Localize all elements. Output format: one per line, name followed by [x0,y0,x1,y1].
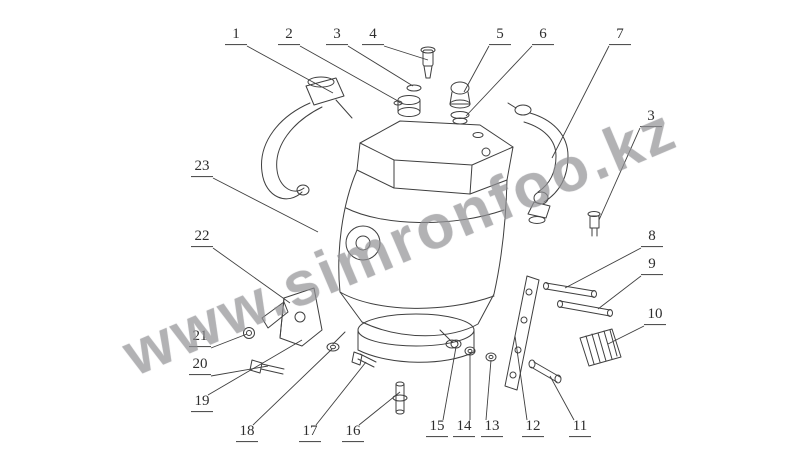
callout-label-14: 14 [453,419,475,438]
leader-line-8 [564,247,642,289]
bolt-20 [250,360,284,374]
callout-label-18: 18 [236,424,258,443]
callout-label-7: 7 [609,27,631,46]
callout-label-21: 21 [189,329,211,348]
callout-label-3: 3 [640,109,662,128]
leader-line-15 [442,346,457,421]
leader-line-10 [607,325,645,345]
leader-line-7 [551,45,610,159]
leader-line-9 [597,275,642,310]
leader-line-23 [212,177,319,233]
leader-line-5 [463,45,490,93]
leader-line-18 [252,348,333,426]
leader-line-22 [212,247,291,304]
callout-label-22: 22 [191,229,213,248]
small-bolt-right [588,212,600,237]
leader-line-19 [207,339,303,396]
compressor-body [333,121,513,362]
leader-line-13 [485,359,492,421]
callout-label-17: 17 [299,424,321,443]
callout-label-6: 6 [532,27,554,46]
callout-label-1: 1 [225,27,247,46]
callout-label-2: 2 [278,27,300,46]
sensor-valve-and-washers [450,82,470,124]
leader-line-11 [549,375,575,421]
callout-label-3: 3 [326,27,348,46]
leader-line-4 [383,45,429,61]
callout-label-8: 8 [641,229,663,248]
inlet-elbow-and-pipe [262,77,352,199]
bolt-17 [352,352,376,367]
callout-label-13: 13 [481,419,503,438]
leader-line-6 [465,45,533,117]
leader-line-3 [598,127,641,221]
callout-label-23: 23 [191,159,213,178]
callout-label-9: 9 [641,257,663,276]
leader-line-17 [315,361,367,426]
callout-label-4: 4 [362,27,384,46]
leader-line-20 [210,365,269,377]
leader-line-3 [347,45,414,87]
callout-label-19: 19 [191,394,213,413]
leader-line-2 [299,45,399,102]
leader-line-21 [210,333,248,349]
callout-label-11: 11 [569,419,591,438]
gasket [505,276,539,390]
stud-11 [529,360,561,383]
washer-21 [244,328,255,339]
outlet-pipe [508,103,568,224]
leader-line-1 [246,45,334,94]
knurled-part [580,329,621,366]
mounting-bracket [262,288,322,346]
callout-label-10: 10 [644,307,666,326]
top-valve [421,47,435,78]
callout-label-12: 12 [522,419,544,438]
leader-line-12 [514,335,528,421]
callout-label-15: 15 [426,419,448,438]
washer-18 [327,343,339,351]
callout-label-5: 5 [489,27,511,46]
studs-8-9 [544,283,613,317]
stud-16 [393,382,407,414]
callout-label-20: 20 [189,357,211,376]
callout-label-16: 16 [342,424,364,443]
leader-line-16 [358,391,401,426]
